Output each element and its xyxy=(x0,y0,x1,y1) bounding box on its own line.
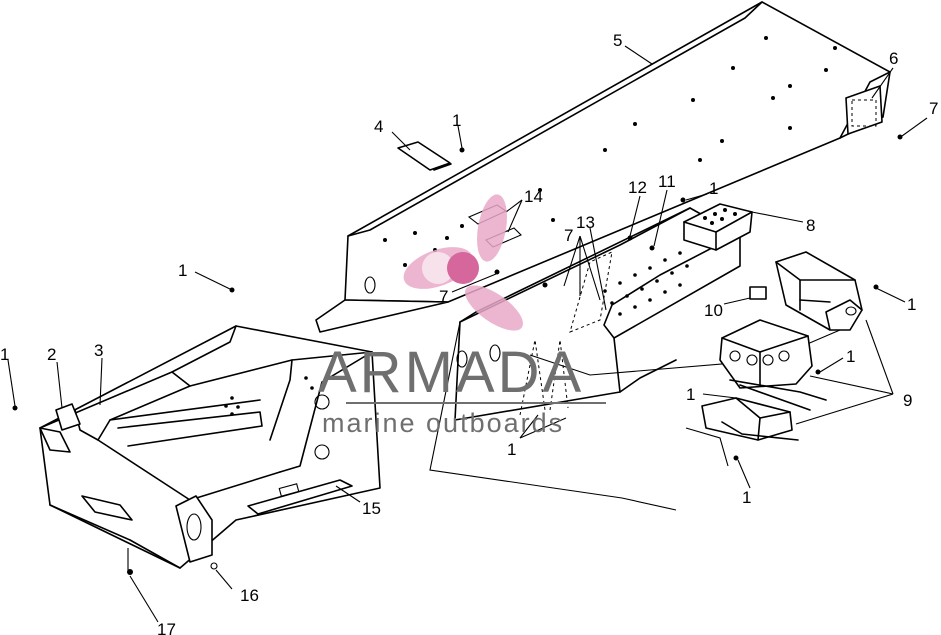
part-label-15: 15 xyxy=(362,499,381,518)
rail-block-part xyxy=(683,203,753,251)
part-label-7: 7 xyxy=(564,226,573,245)
small-plate-part xyxy=(397,141,452,171)
part-label-2: 2 xyxy=(47,345,56,364)
center-chassis-rail xyxy=(429,207,841,511)
part-label-16: 16 xyxy=(240,586,259,605)
mount-assembly-upper xyxy=(775,251,863,331)
part-label-14: 14 xyxy=(524,187,543,206)
part-label-1: 1 xyxy=(178,261,187,280)
part-label-1: 1 xyxy=(846,347,855,366)
part-label-1: 1 xyxy=(452,111,461,130)
part-number-labels: 5 4 1 14 6 7 12 11 1 8 7 13 7 1 1 2 3 15… xyxy=(0,31,938,635)
watermark-brand: ARMADA xyxy=(318,340,584,405)
front-frame-assembly xyxy=(39,325,381,575)
part-label-17: 17 xyxy=(157,620,176,635)
part-label-13: 13 xyxy=(576,213,595,232)
part-label-5: 5 xyxy=(613,31,622,50)
propeller-logo-icon xyxy=(403,194,523,331)
part-label-7: 7 xyxy=(439,287,448,306)
fasteners xyxy=(12,134,903,461)
part-label-1: 1 xyxy=(907,295,916,314)
part-label-9: 9 xyxy=(903,391,912,410)
watermark-tagline: marine outboards xyxy=(322,408,564,438)
leader-lines xyxy=(7,45,928,623)
part-label-3: 3 xyxy=(94,341,103,360)
part-label-7: 7 xyxy=(929,99,938,118)
part-label-1: 1 xyxy=(507,440,516,459)
part-label-1: 1 xyxy=(686,385,695,404)
watermark: ARMADA marine outboards xyxy=(318,194,606,438)
mount-assembly-lower xyxy=(685,397,799,467)
part-label-1: 1 xyxy=(709,179,718,198)
part-label-1: 1 xyxy=(0,345,9,364)
rear-bracket-part xyxy=(845,85,883,135)
part-label-12: 12 xyxy=(628,178,647,197)
part-label-6: 6 xyxy=(889,49,898,68)
part-label-11: 11 xyxy=(658,172,676,191)
part-label-4: 4 xyxy=(374,117,383,136)
part-label-10: 10 xyxy=(704,301,723,320)
part-label-1: 1 xyxy=(742,488,751,507)
part-label-8: 8 xyxy=(806,216,815,235)
small-block-part xyxy=(749,286,767,300)
mount-assembly-middle xyxy=(719,319,827,411)
